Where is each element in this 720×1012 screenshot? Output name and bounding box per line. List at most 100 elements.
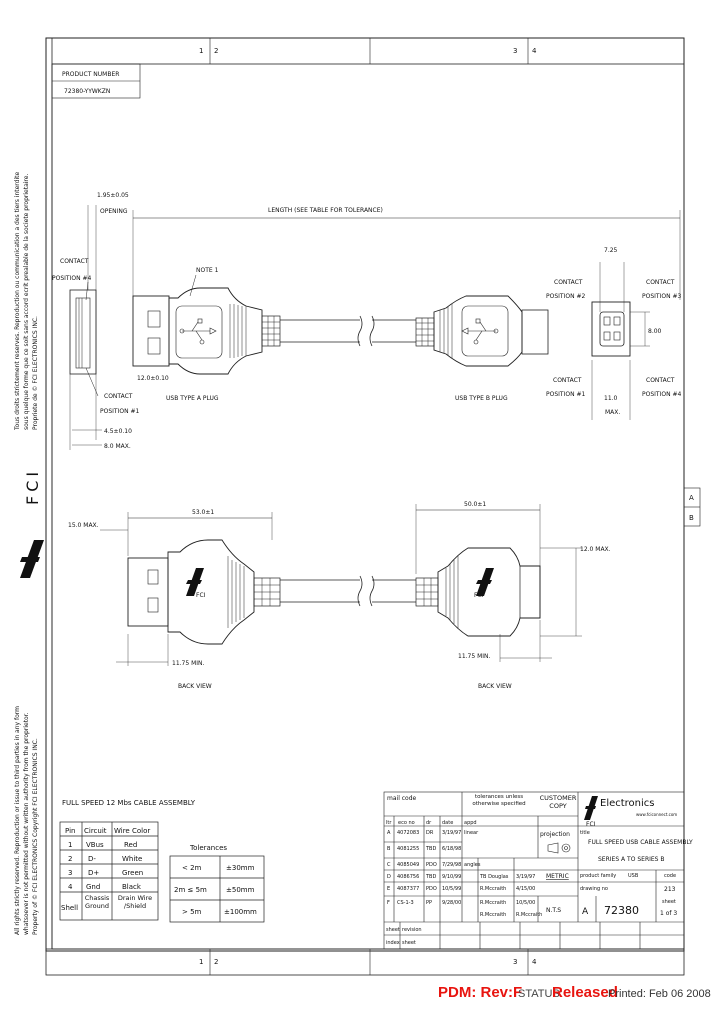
- opening-dim: 1.95±0.05: [97, 192, 129, 199]
- usb-a-back-view: [127, 539, 281, 645]
- svg-text:F: F: [387, 900, 390, 906]
- tol-row2-range: 2m ≤ 5m: [174, 886, 207, 894]
- cable-back: [280, 575, 416, 607]
- svg-text:TBD: TBD: [425, 874, 436, 880]
- pin-row5-pin: Shell: [61, 904, 78, 912]
- sheet-value: 1 of 3: [660, 910, 677, 917]
- tol-row2-value: ±50mm: [226, 886, 255, 894]
- title-block: [383, 791, 685, 950]
- svg-text:Propriete de © FCI ELECTRONICS: Propriete de © FCI ELECTRONICS INC.: [32, 316, 39, 430]
- printed-date: Printed: Feb 06 2008: [608, 988, 711, 1000]
- pin-row3-circuit: D+: [88, 869, 99, 877]
- usb-b-plug-top: [415, 295, 549, 367]
- b-pos1b-label: POSITION #1: [546, 391, 585, 398]
- metric-label: METRIC: [546, 873, 569, 880]
- svg-text:CS-1-3: CS-1-3: [397, 900, 414, 906]
- rev-header-date: date: [442, 820, 453, 826]
- svg-text:Property of © FCI ELECTRONICS: Property of © FCI ELECTRONICS Copyright …: [32, 738, 39, 935]
- pin-row5-wire: Drain Wire /Shield: [117, 894, 153, 910]
- side-notice-bottom: All rights strictly reserved. Reproducti…: [14, 706, 39, 935]
- b-overmold-logo: FCI: [474, 592, 484, 599]
- product-number-value: 72380-YYWKZN: [64, 88, 110, 95]
- svg-text:3/19/97: 3/19/97: [442, 830, 461, 836]
- svg-text:sous quelque forme que ce soit: sous quelque forme que ce soit sans acco…: [23, 174, 30, 430]
- appd-date-1: 4/15/00: [516, 886, 535, 892]
- svg-text:TBD: TBD: [425, 846, 436, 852]
- usb-a-label: USB TYPE A PLUG: [166, 395, 219, 402]
- status-bar: PDM: Rev:F STATUS: Released Printed: Feb…: [430, 982, 720, 1006]
- pin-row2-wire: White: [122, 855, 142, 863]
- svg-text:E: E: [387, 886, 390, 892]
- pin-header-circuit: Circuit: [84, 827, 107, 835]
- usb-a-plug-top: [132, 287, 281, 375]
- status-label: STATUS:: [518, 988, 563, 1000]
- product-family-value: USB: [628, 873, 639, 879]
- fci-logo-mark: [20, 540, 44, 578]
- b-min-dim: 11.75 MIN.: [458, 653, 491, 660]
- svg-text:A: A: [387, 830, 391, 836]
- tol-row1-range: < 2m: [182, 864, 202, 872]
- footer-sheet2-label: sheet: [402, 940, 416, 946]
- footer-index-label: index: [386, 940, 400, 946]
- pin-row4-circuit: Gnd: [86, 883, 100, 891]
- svg-text:PDO: PDO: [426, 862, 437, 868]
- a-min-dim: 11.75 MIN.: [172, 660, 205, 667]
- pin-header-pin: Pin: [65, 827, 75, 835]
- scale-value: N.T.S: [546, 907, 561, 914]
- tol-note-wrap: tolerances unless otherwise specified: [472, 794, 526, 807]
- pin-header-wire: Wire Color: [114, 827, 150, 835]
- customer-copy-wrap: CUSTOMER COPY: [540, 794, 577, 810]
- electronics-logo: [584, 796, 598, 820]
- svg-text:4087377: 4087377: [397, 886, 419, 892]
- svg-text:4072083: 4072083: [397, 830, 419, 836]
- revision-rows: A 4072083 DR 3/19/97 linear B 4081255 TB…: [387, 830, 509, 906]
- projection-symbol: [547, 842, 571, 854]
- a-max-dim: 15.0 MAX.: [68, 522, 99, 529]
- tol-row3-range: > 5m: [182, 908, 202, 916]
- b-max-label: MAX.: [605, 409, 620, 416]
- svg-text:R.Mccraith: R.Mccraith: [480, 900, 506, 906]
- mail-code-label: mail code: [387, 795, 417, 802]
- usb-b-back-view: [415, 547, 541, 637]
- rev-header-appd: appd: [464, 820, 477, 826]
- zone-col-2-top: 2: [214, 47, 218, 55]
- zone-col-1-bottom: 1: [199, 958, 203, 966]
- zone-col-2-bottom: 2: [214, 958, 218, 966]
- svg-text:6/18/98: 6/18/98: [442, 846, 461, 852]
- rev-header-ltr: ltr: [386, 820, 392, 826]
- a-back-view-label: BACK VIEW: [178, 683, 212, 690]
- tolerances-title: Tolerances: [189, 844, 227, 852]
- zone-col-3-bottom: 3: [513, 958, 517, 966]
- status-value: Released: [552, 984, 618, 1001]
- pin-row5-wire-wrap: Drain Wire /Shield: [117, 894, 153, 910]
- tolerance-note: tolerances unless otherwise specified: [472, 794, 526, 807]
- drawing-number: 72380: [604, 904, 639, 917]
- b-pos4-label: CONTACT: [646, 377, 675, 384]
- svg-text:4085049: 4085049: [397, 862, 419, 868]
- projection-label: projection: [540, 831, 570, 838]
- pin-row1-pin: 1: [68, 841, 72, 849]
- svg-text:DR: DR: [426, 830, 434, 836]
- side-logo-text: FCI: [23, 468, 42, 505]
- product-family-label: product family: [580, 873, 616, 879]
- contact-pos4b-label: POSITION #4: [52, 275, 91, 282]
- pdm-revision: PDM: Rev:F: [438, 984, 523, 1001]
- pin-row1-wire: Red: [124, 841, 137, 849]
- svg-text:10/5/99: 10/5/99: [442, 886, 461, 892]
- svg-text:R.Mccraith: R.Mccraith: [480, 886, 506, 892]
- zone-row-b: B: [689, 514, 694, 522]
- b-pos3-label: CONTACT: [646, 279, 675, 286]
- svg-text:4081255: 4081255: [397, 846, 419, 852]
- b-width-dim: 7.25: [604, 247, 618, 254]
- code-value: 213: [664, 886, 676, 893]
- a-length-dim: 53.0±1: [192, 509, 214, 516]
- svg-text:All rights strictly reserved.: All rights strictly reserved. Reproducti…: [14, 706, 21, 935]
- pin-row4-wire: Black: [122, 883, 142, 891]
- sheet-label: sheet: [662, 899, 676, 905]
- b-length-dim: 50.0±1: [464, 501, 486, 508]
- zone-col-4-top: 4: [532, 47, 537, 55]
- pin-row2-circuit: D-: [88, 855, 96, 863]
- product-number-label: PRODUCT NUMBER: [62, 71, 119, 78]
- plug-a-side-profile: [69, 205, 97, 450]
